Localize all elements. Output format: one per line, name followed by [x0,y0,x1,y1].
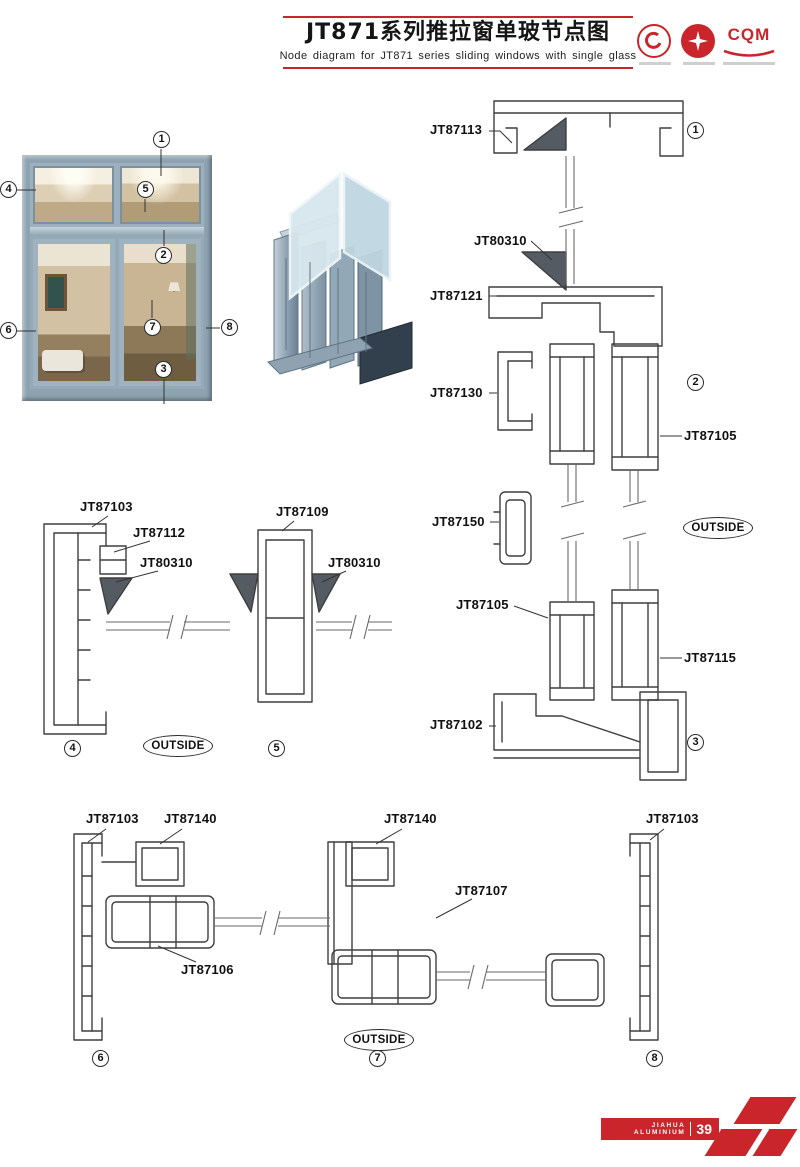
profile-label-jt80310-sec4: JT80310 [140,555,193,570]
profile-label-jt87102: JT87102 [430,717,483,732]
profile-3d-render [240,162,430,402]
profile-label-jt80310-sec5: JT80310 [328,555,381,570]
profile-label-jt87105-upper: JT87105 [684,428,737,443]
footer-logo-shape-icon [733,1097,797,1124]
window-transom [30,163,204,227]
photo-callout-7: 7 [144,319,161,336]
photo-callout-2: 2 [155,247,172,264]
profile-label-jt80310-right: JT80310 [474,233,527,248]
profile-label-jt87150: JT87150 [432,514,485,529]
outside-label-mid: OUTSIDE [143,735,213,757]
footer-divider [690,1122,692,1136]
footer-band: JIAHUA ALUMINIUM 39 [601,1118,719,1140]
certification-seal-icon [681,24,715,58]
footer-brand-line2: ALUMINIUM [633,1129,686,1136]
diagram-callout-2: 2 [687,374,704,391]
diagram-callout-5: 5 [268,740,285,757]
diagram-callout-8: 8 [646,1050,663,1067]
profile-label-jt87140-left: JT87140 [164,811,217,826]
profile-label-jt87106: JT87106 [181,962,234,977]
logo-caption-bar [723,62,775,65]
cqm-swoosh-icon [723,49,775,57]
cqm-logo: CQM [721,26,777,63]
photo-callout-8: 8 [221,319,238,336]
page-number: 39 [696,1121,712,1137]
profile-label-jt87103-sec4: JT87103 [80,499,133,514]
section-right-drawing [488,100,687,781]
profile-label-jt87115: JT87115 [684,650,737,665]
outside-label-bottom: OUTSIDE [344,1029,414,1051]
window-frame [30,163,204,389]
interior-view-right [124,244,196,381]
seal-star-icon [688,31,708,51]
profile-label-jt87103-left: JT87103 [86,811,139,826]
certification-mark-icon [645,31,662,49]
photo-callout-6: 6 [0,322,17,339]
diagram-callout-4: 4 [64,740,81,757]
footer-brand-line1: JIAHUA [651,1122,686,1129]
window-sashes [30,236,204,389]
floor-lamp [168,282,181,292]
diagram-callout-3: 3 [687,734,704,751]
left-sash [33,239,115,386]
logo-caption-bar [683,62,715,65]
diagram-callout-1: 1 [687,122,704,139]
photo-callout-3: 3 [155,361,172,378]
cqm-logo-text: CQM [727,25,771,44]
transom-bar [30,227,204,236]
transom-left-pane [33,166,114,224]
sofa [41,349,84,372]
profile-label-jt87107: JT87107 [455,883,508,898]
header-rule-top [283,16,633,18]
page-subtitle: Node diagram for JT871 series sliding wi… [279,50,637,62]
profile-label-jt87112: JT87112 [133,525,186,540]
profile-label-jt87130: JT87130 [430,385,483,400]
profile-label-jt87113: JT87113 [430,122,483,137]
profile-label-jt87105-lower: JT87105 [456,597,509,612]
right-sash [119,239,201,386]
diagram-callout-7: 7 [369,1050,386,1067]
photo-callout-5: 5 [137,181,154,198]
page-title: JT871系列推拉窗单玻节点图 [305,20,611,45]
picture-frame [45,274,67,312]
certification-ring-icon [637,24,671,58]
profile-label-jt87109: JT87109 [276,504,329,519]
photo-callout-4: 4 [0,181,17,198]
footer-brand: JIAHUA ALUMINIUM [634,1122,686,1136]
curtain [185,244,196,360]
interior-view-left [38,244,110,381]
profile-label-jt87103-right: JT87103 [646,811,699,826]
section-bottom-drawing [73,833,659,1041]
header-rule-bottom [283,67,633,69]
window-photo [22,155,212,401]
profile-label-jt87140-mid: JT87140 [384,811,437,826]
profile-3d-render-drawing [267,171,413,385]
diagram-callout-6: 6 [92,1050,109,1067]
logo-caption-bar [639,62,671,65]
transom-right-pane [120,166,201,224]
photo-callout-1: 1 [153,131,170,148]
profile-label-jt87121: JT87121 [430,288,483,303]
outside-label-right: OUTSIDE [683,517,753,539]
